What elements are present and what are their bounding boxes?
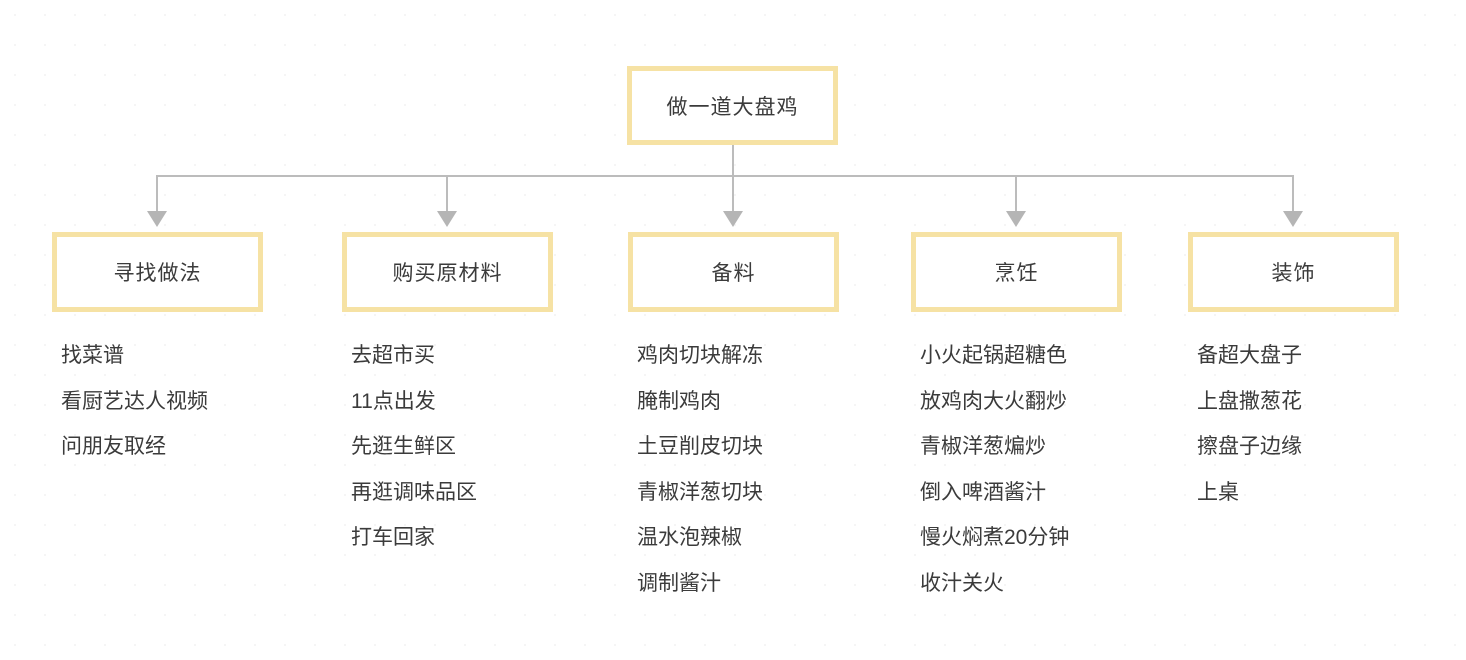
task-item[interactable]: 鸡肉切块解冻 bbox=[637, 344, 763, 367]
task-item[interactable]: 备超大盘子 bbox=[1197, 344, 1302, 367]
connector-drop-3 bbox=[732, 176, 734, 213]
task-item[interactable]: 擦盘子边缘 bbox=[1197, 435, 1302, 458]
task-item[interactable]: 青椒洋葱煸炒 bbox=[920, 435, 1046, 458]
task-item[interactable]: 找菜谱 bbox=[61, 344, 124, 367]
connector-drop-2 bbox=[446, 176, 448, 213]
task-item[interactable]: 看厨艺达人视频 bbox=[61, 389, 208, 413]
task-item[interactable]: 慢火焖煮20分钟 bbox=[920, 526, 1070, 549]
task-item[interactable]: 去超市买 bbox=[351, 344, 435, 367]
task-item[interactable]: 打车回家 bbox=[351, 526, 435, 549]
branch-node-prep[interactable]: 备料 bbox=[628, 232, 839, 312]
branch-node-label: 购买原材料 bbox=[392, 262, 503, 285]
branch-item-list: 找菜谱 看厨艺达人视频 问朋友取经 bbox=[52, 333, 282, 470]
arrow-down-icon bbox=[1283, 211, 1303, 227]
branch-node-label: 备料 bbox=[711, 262, 756, 285]
connector-drop-5 bbox=[1292, 176, 1294, 213]
branch-column-cooking: 烹饪 小火起锅超糖色 放鸡肉大火翻炒 青椒洋葱煸炒 倒入啤酒酱汁 慢火焖煮20分… bbox=[911, 232, 1141, 606]
connector-drop-4 bbox=[1015, 176, 1017, 213]
task-item[interactable]: 青椒洋葱切块 bbox=[637, 480, 763, 504]
branch-item-list: 备超大盘子 上盘撒葱花 擦盘子边缘 上桌 bbox=[1188, 333, 1418, 515]
arrow-down-icon bbox=[437, 211, 457, 227]
branch-column-prep: 备料 鸡肉切块解冻 腌制鸡肉 土豆削皮切块 青椒洋葱切块 温水泡辣椒 调制酱汁 bbox=[628, 232, 858, 606]
task-item[interactable]: 收汁关火 bbox=[920, 571, 1004, 595]
task-item[interactable]: 腌制鸡肉 bbox=[637, 389, 721, 413]
task-item[interactable]: 先逛生鲜区 bbox=[351, 435, 456, 458]
task-item[interactable]: 11点出发 bbox=[351, 389, 436, 413]
task-item[interactable]: 温水泡辣椒 bbox=[637, 526, 742, 549]
connector-root-stem bbox=[732, 145, 734, 177]
task-item[interactable]: 调制酱汁 bbox=[637, 571, 721, 595]
root-node-label: 做一道大盘鸡 bbox=[666, 95, 799, 119]
branch-node-label: 装饰 bbox=[1271, 262, 1316, 285]
branch-node-label: 寻找做法 bbox=[113, 262, 202, 285]
task-item[interactable]: 小火起锅超糖色 bbox=[920, 344, 1067, 367]
task-item[interactable]: 放鸡肉大火翻炒 bbox=[920, 389, 1067, 413]
branch-node-decoration[interactable]: 装饰 bbox=[1188, 232, 1399, 312]
root-node[interactable]: 做一道大盘鸡 bbox=[627, 66, 838, 145]
branch-column-decoration: 装饰 备超大盘子 上盘撒葱花 擦盘子边缘 上桌 bbox=[1188, 232, 1418, 515]
arrow-down-icon bbox=[1006, 211, 1026, 227]
branch-node-cooking[interactable]: 烹饪 bbox=[911, 232, 1122, 312]
task-item[interactable]: 上桌 bbox=[1197, 480, 1239, 504]
arrow-down-icon bbox=[147, 211, 167, 227]
branch-node-find-method[interactable]: 寻找做法 bbox=[52, 232, 263, 312]
connector-bus bbox=[156, 175, 1294, 177]
arrow-down-icon bbox=[723, 211, 743, 227]
task-item[interactable]: 上盘撒葱花 bbox=[1197, 389, 1302, 413]
task-item[interactable]: 倒入啤酒酱汁 bbox=[920, 480, 1046, 504]
branch-item-list: 小火起锅超糖色 放鸡肉大火翻炒 青椒洋葱煸炒 倒入啤酒酱汁 慢火焖煮20分钟 收… bbox=[911, 333, 1141, 606]
branch-item-list: 鸡肉切块解冻 腌制鸡肉 土豆削皮切块 青椒洋葱切块 温水泡辣椒 调制酱汁 bbox=[628, 333, 858, 606]
branch-node-buy-ingredients[interactable]: 购买原材料 bbox=[342, 232, 553, 312]
connector-drop-1 bbox=[156, 176, 158, 213]
branch-column-buy-ingredients: 购买原材料 去超市买 11点出发 先逛生鲜区 再逛调味品区 打车回家 bbox=[342, 232, 572, 561]
task-item[interactable]: 土豆削皮切块 bbox=[637, 435, 763, 458]
task-item[interactable]: 再逛调味品区 bbox=[351, 480, 477, 504]
branch-column-find-method: 寻找做法 找菜谱 看厨艺达人视频 问朋友取经 bbox=[52, 232, 282, 470]
task-item[interactable]: 问朋友取经 bbox=[61, 435, 166, 458]
branch-node-label: 烹饪 bbox=[994, 262, 1039, 285]
branch-item-list: 去超市买 11点出发 先逛生鲜区 再逛调味品区 打车回家 bbox=[342, 333, 572, 561]
